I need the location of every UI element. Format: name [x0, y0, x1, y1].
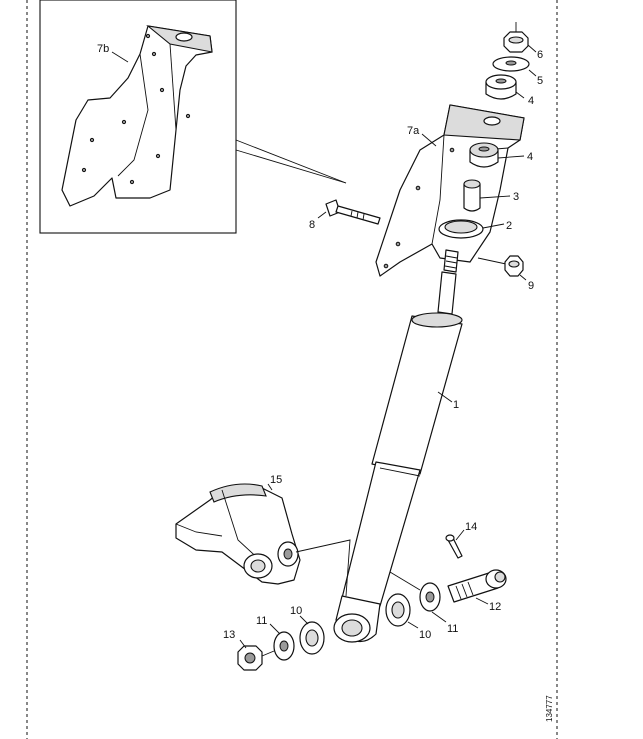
- label-6: 6: [537, 49, 543, 61]
- drawing-number: 134777: [545, 695, 554, 722]
- bushing-10-left: [299, 621, 325, 655]
- label-5: 5: [537, 75, 543, 87]
- label-8: 8: [309, 219, 315, 231]
- shock-absorber-1: [333, 249, 463, 643]
- label-11-left: 11: [256, 615, 267, 627]
- washer-11-left: [273, 631, 295, 661]
- split-pin-14: [445, 534, 463, 559]
- label-14: 14: [465, 521, 477, 533]
- label-12: 12: [489, 601, 501, 613]
- nut-6: [503, 22, 529, 53]
- label-3: 3: [513, 191, 519, 203]
- label-7b: 7b: [97, 43, 109, 55]
- inset-detail-7b: 7b: [39, 0, 347, 234]
- nut-9: [477, 255, 524, 277]
- bracket-7b: [61, 25, 213, 207]
- cup-washer-2: [438, 219, 484, 239]
- bushing-10-right: [385, 593, 411, 627]
- label-13: 13: [223, 629, 235, 641]
- label-4-upper: 4: [528, 95, 534, 107]
- bolt-12: [447, 569, 507, 603]
- washer-5: [492, 56, 530, 72]
- label-7a: 7a: [407, 125, 420, 137]
- label-11-right: 11: [447, 623, 458, 635]
- bushing-4-upper: [485, 74, 517, 100]
- label-9: 9: [528, 280, 534, 292]
- label-1: 1: [453, 399, 459, 411]
- label-2: 2: [506, 220, 512, 232]
- label-10-right: 10: [419, 629, 431, 641]
- bolt-8: [325, 199, 381, 225]
- nut-13: [237, 645, 263, 671]
- label-4-lower: 4: [527, 151, 533, 163]
- label-10-left: 10: [290, 605, 302, 617]
- spacer-tube-3: [463, 179, 481, 212]
- washer-11-right: [419, 582, 441, 612]
- lower-bracket-15: [175, 483, 301, 585]
- bushing-4-lower: [469, 142, 499, 168]
- label-15: 15: [270, 474, 282, 486]
